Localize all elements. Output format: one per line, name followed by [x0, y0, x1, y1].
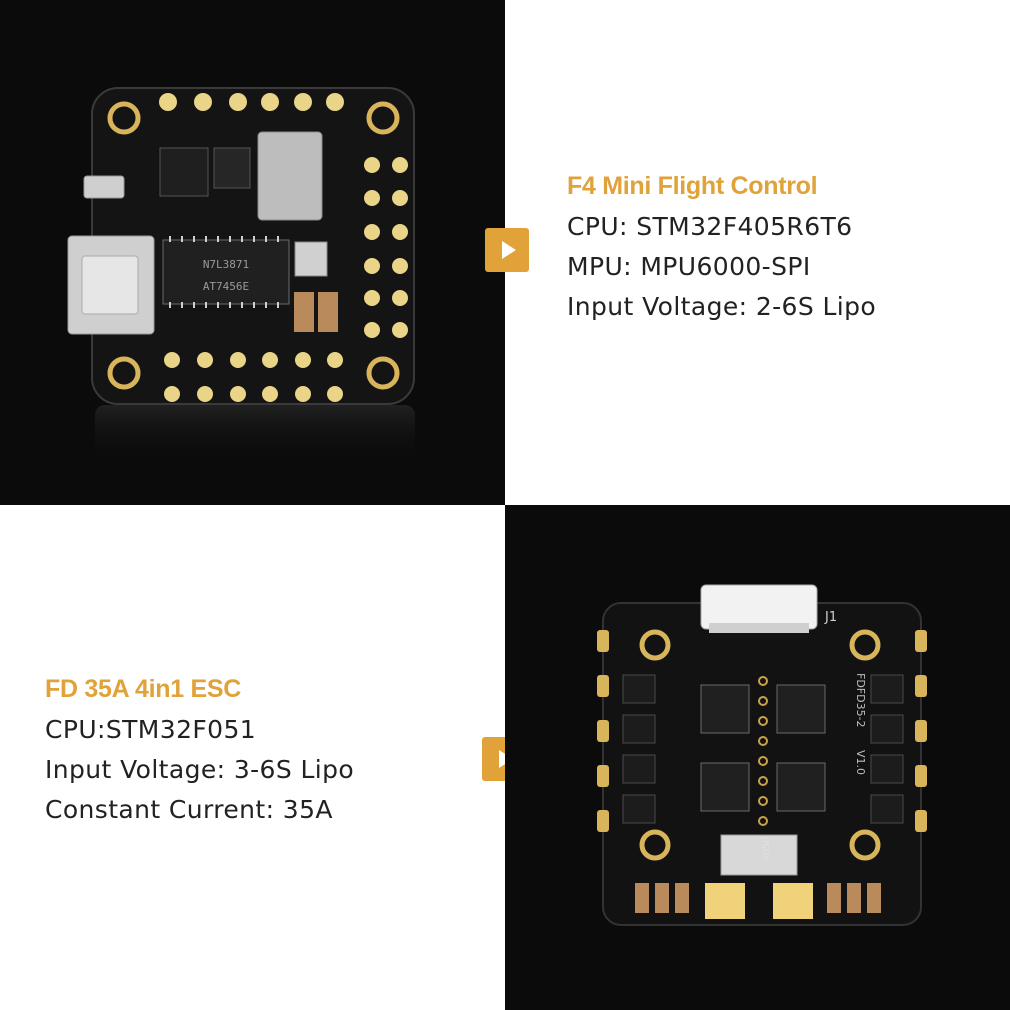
- esc-specs: FD 35A 4in1 ESC CPU:STM32F051 Input Volt…: [45, 675, 354, 830]
- esc-photo: J1: [505, 505, 1010, 1010]
- esc-board-image: J1: [597, 584, 927, 926]
- connector-label: J1: [824, 610, 837, 625]
- esc-spec-cpu: CPU:STM32F051: [45, 715, 257, 744]
- play-arrow-icon: [485, 228, 529, 272]
- osd-chip-label: AT7456E: [203, 280, 249, 293]
- flight-controller-photo: N7L3871 AT7456E: [0, 0, 505, 505]
- fc-spec-mpu: MPU: MPU6000-SPI: [567, 252, 811, 281]
- flight-controller-board-image: N7L3871 AT7456E: [67, 87, 415, 465]
- fc-spec-cpu: CPU: STM32F405R6T6: [567, 212, 853, 241]
- flight-controller-specs: F4 Mini Flight Control CPU: STM32F405R6T…: [567, 172, 876, 327]
- flight-controller-title: F4 Mini Flight Control: [567, 172, 818, 200]
- esc-rev-label: V1.0: [854, 750, 867, 775]
- flight-controller-spec-panel: F4 Mini Flight Control CPU: STM32F405R6T…: [485, 0, 1010, 505]
- esc-spec-panel: FD 35A 4in1 ESC CPU:STM32F051 Input Volt…: [0, 505, 526, 1010]
- fc-spec-voltage: Input Voltage: 2-6S Lipo: [567, 292, 877, 321]
- esc-title: FD 35A 4in1 ESC: [45, 675, 242, 703]
- esc-spec-voltage: Input Voltage: 3-6S Lipo: [45, 755, 355, 784]
- esc-model-label: FDFD35-2: [854, 673, 867, 728]
- esc-spec-current: Constant Current: 35A: [45, 795, 333, 824]
- osd-chip-code-label: N7L3871: [203, 258, 249, 271]
- shunt-label: m50: [761, 837, 772, 859]
